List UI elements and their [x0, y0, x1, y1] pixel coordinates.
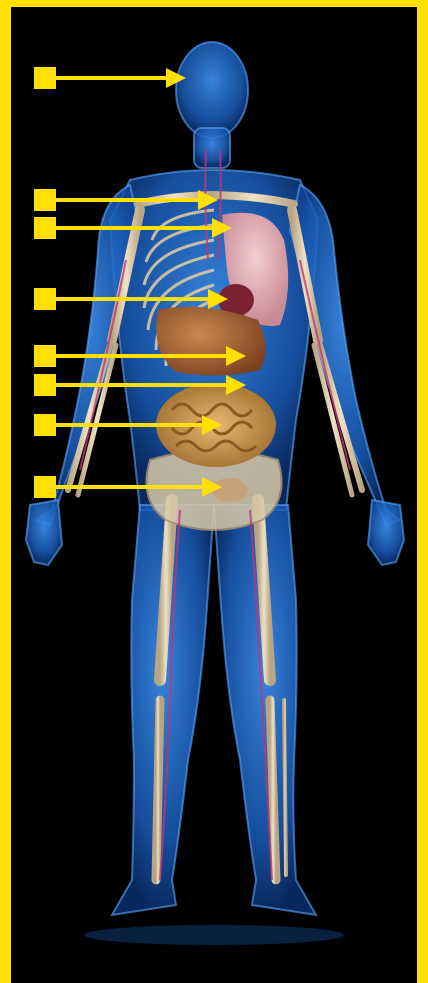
marker-square-throat[interactable]: [34, 189, 56, 211]
bladder: [212, 478, 248, 502]
marker-square-stomach[interactable]: [34, 345, 56, 367]
floor-glow: [84, 925, 344, 945]
marker-square-bladder[interactable]: [34, 476, 56, 498]
marker-square-head[interactable]: [34, 67, 56, 89]
marker-square-lungs[interactable]: [34, 217, 56, 239]
marker-square-heart[interactable]: [34, 288, 56, 310]
marker-square-liver[interactable]: [34, 374, 56, 396]
marker-square-small-intestine[interactable]: [34, 414, 56, 436]
